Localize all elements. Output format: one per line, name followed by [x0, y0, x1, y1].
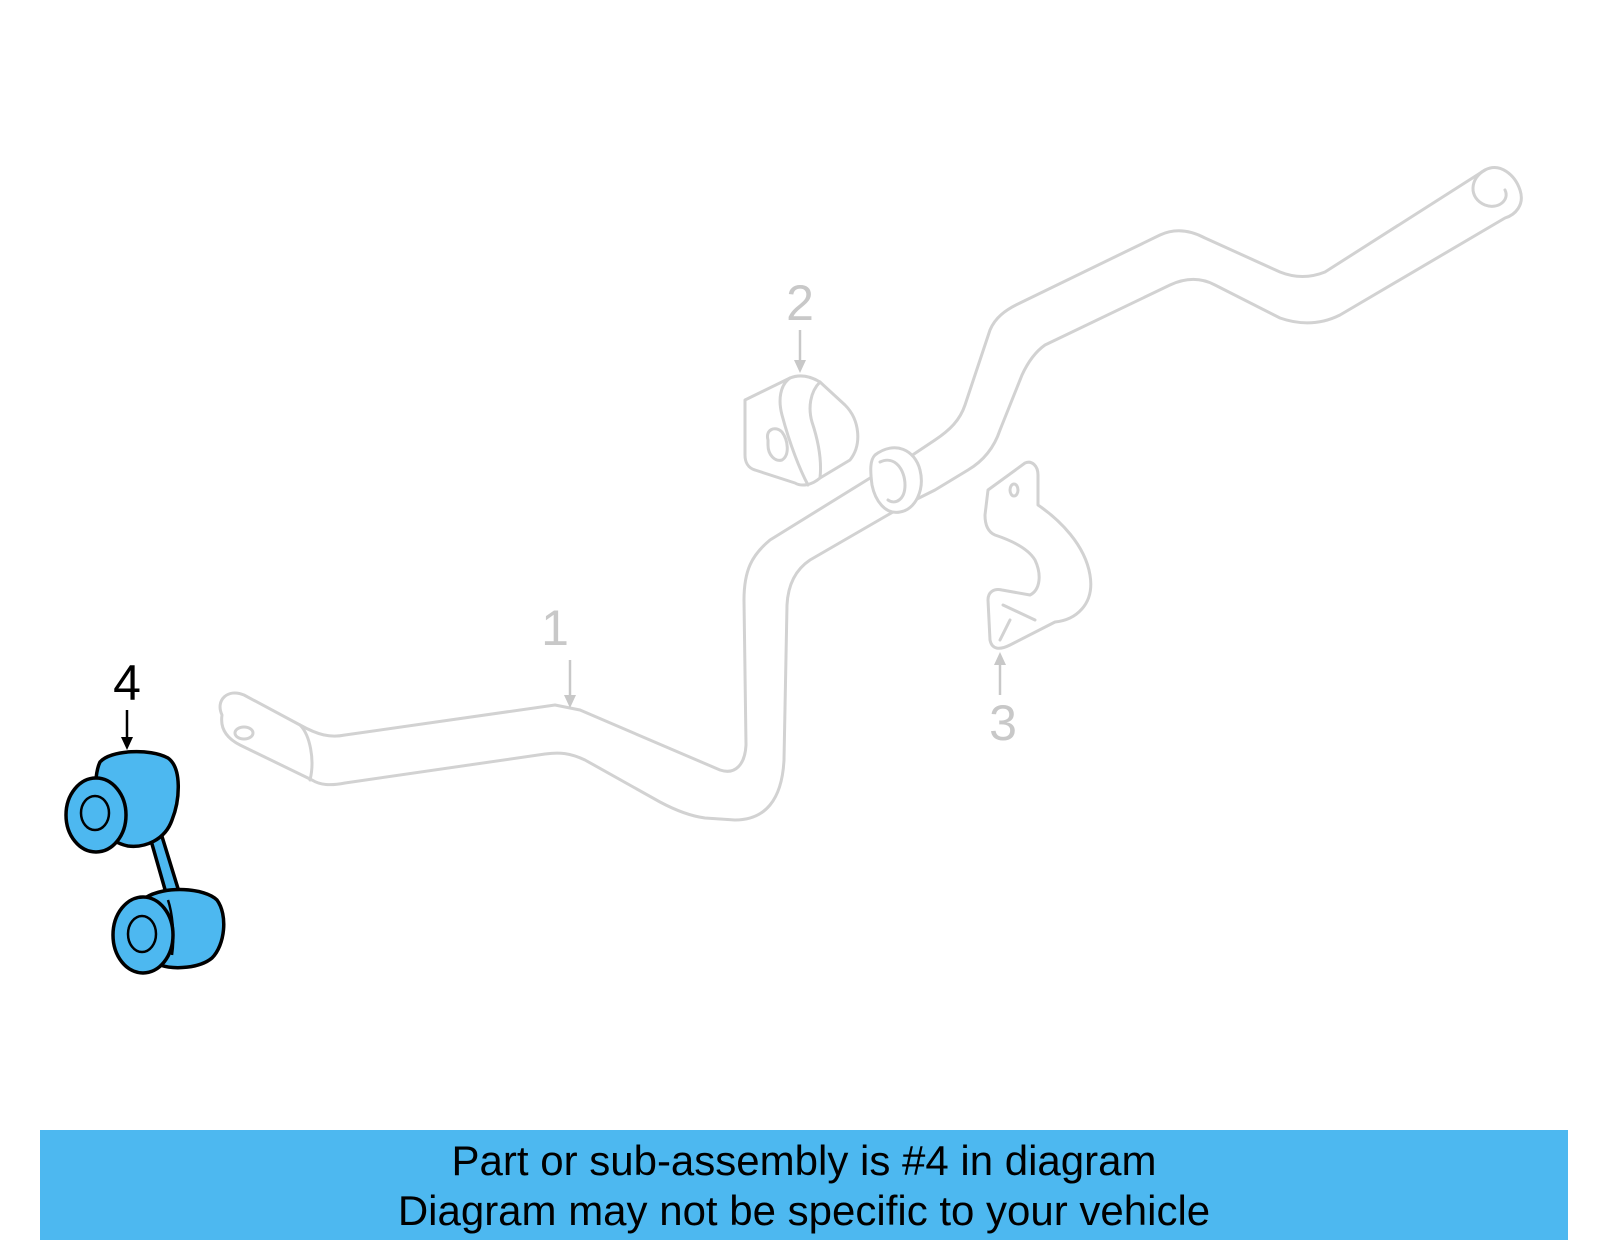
- info-banner: Part or sub-assembly is #4 in diagram Di…: [40, 1130, 1568, 1240]
- stabilizer-bar-part-1: [218, 166, 1523, 822]
- callout-2[interactable]: 2: [786, 275, 814, 373]
- callout-4[interactable]: 4: [113, 655, 141, 750]
- banner-line-disclaimer: Diagram may not be specific to your vehi…: [397, 1187, 1211, 1234]
- stabilizer-link-part-4: [64, 749, 226, 975]
- callout-3-label: 3: [989, 695, 1017, 751]
- banner-line-part-note: Part or sub-assembly is #4 in diagram: [451, 1137, 1157, 1184]
- bushing-part-2: [743, 374, 860, 487]
- callout-1[interactable]: 1: [541, 600, 576, 708]
- callout-3[interactable]: 3: [989, 652, 1017, 751]
- callout-1-label: 1: [541, 600, 569, 656]
- bracket-part-3: [983, 460, 1093, 650]
- callout-4-label: 4: [113, 655, 141, 711]
- callout-4-arrowhead: [121, 737, 133, 750]
- callout-2-label: 2: [786, 275, 814, 331]
- callout-2-arrowhead: [794, 360, 806, 373]
- callout-1-arrowhead: [564, 695, 576, 708]
- callout-3-arrowhead: [994, 652, 1006, 665]
- parts-diagram: 1 2 3 4: [64, 166, 1523, 975]
